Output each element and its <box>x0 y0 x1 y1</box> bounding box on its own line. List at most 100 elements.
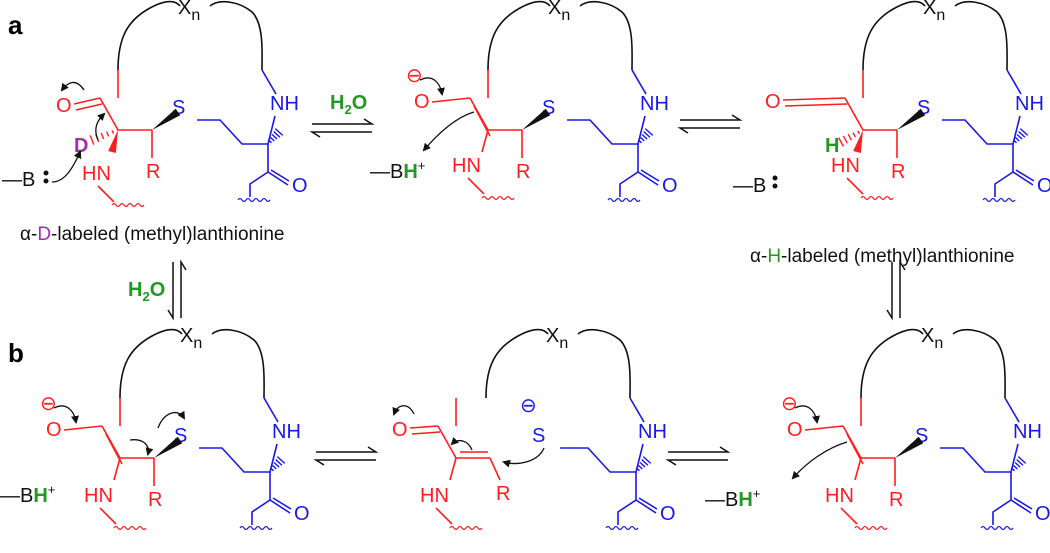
xn-label: Xn <box>546 325 568 352</box>
bond <box>431 97 471 103</box>
bond <box>263 397 279 423</box>
curved-arrow-deprotonation <box>51 150 82 183</box>
hn-label: HN <box>420 485 449 507</box>
curved-arrow-protonation <box>791 441 848 480</box>
lone-pair-dot <box>43 178 49 184</box>
macrocycle-loop-right <box>209 0 263 71</box>
bond <box>63 425 103 431</box>
bond <box>635 443 644 473</box>
hashed-bond <box>89 130 115 145</box>
curved-arrow-thiolate <box>157 410 186 429</box>
bond <box>617 499 637 525</box>
macrocycle-loop-left <box>860 328 924 399</box>
macrocycle-loop-left <box>117 0 181 71</box>
bond <box>272 497 292 510</box>
bond <box>1004 397 1020 423</box>
curved-arrow-enolate <box>419 77 445 96</box>
wavy-bond <box>860 195 894 201</box>
xn-label: Xn <box>548 0 570 24</box>
xn-label: Xn <box>180 325 202 352</box>
hashed-bond <box>1013 128 1029 144</box>
bond <box>261 69 277 95</box>
hn-label: HN <box>452 155 481 177</box>
carbonyl-o-label: O <box>56 95 72 117</box>
macrocycle-loop-left <box>862 0 926 71</box>
bond <box>994 171 1014 197</box>
bond <box>940 447 1011 473</box>
bond <box>567 119 638 145</box>
nh-label: NH <box>272 421 301 443</box>
negative-charge: ⊖ <box>781 393 798 415</box>
wavy-bond <box>237 197 271 203</box>
bond <box>97 185 115 203</box>
wavy-bond <box>239 525 273 531</box>
curved-arrow-enolate <box>794 405 820 424</box>
hashed-bond <box>270 456 286 472</box>
bond <box>267 115 276 145</box>
nh-label: NH <box>270 93 299 115</box>
panel-label-b: b <box>8 338 24 368</box>
hn-label: HN <box>825 485 854 507</box>
carbonyl-o-label: O <box>392 419 408 441</box>
panel-label-a: a <box>8 10 23 40</box>
macrocycle-loop-left <box>485 328 549 399</box>
curved-arrow-enolate <box>53 405 79 424</box>
wavy-bond <box>481 195 515 201</box>
hn-label: HN <box>84 485 113 507</box>
bond <box>1010 443 1019 473</box>
bond <box>449 457 457 481</box>
bond <box>267 171 289 186</box>
macrocycle-loop-right <box>211 328 265 399</box>
enolate-o-label: O <box>414 91 430 113</box>
nh-label: NH <box>1013 421 1042 443</box>
equilibrium-arrow-b2 <box>665 446 731 466</box>
wedge-bond <box>152 108 181 130</box>
wedge-bond <box>853 130 863 154</box>
bond <box>489 457 501 481</box>
equilibrium-arrow-b1 <box>313 446 379 466</box>
water-label-left: H2O <box>128 279 165 304</box>
enolate-o-label: O <box>787 419 803 441</box>
r-group-label: R <box>891 161 905 183</box>
curved-arrow-carbonyl <box>392 405 415 416</box>
hydrogen-label: H <box>825 135 839 157</box>
curved-arrow-protonation <box>422 111 475 152</box>
thiolate-s-label: S <box>532 425 545 447</box>
wavy-bond <box>605 525 639 531</box>
bond <box>854 457 862 481</box>
bond <box>1012 115 1021 145</box>
caption-d-labeled: α-D-labeled (methyl)lanthionine <box>20 224 284 245</box>
curved-arrow-cbond <box>95 112 106 141</box>
nh-label: NH <box>638 421 667 443</box>
protonated-base-label: —BH+ <box>0 482 55 507</box>
wavy-bond <box>607 197 641 203</box>
bond <box>631 69 647 95</box>
carbonyl-o-label: O <box>292 175 308 197</box>
wavy-bond <box>449 525 483 531</box>
bond <box>269 499 291 514</box>
bond <box>804 425 844 431</box>
bond <box>75 103 103 111</box>
bond <box>637 115 646 145</box>
bond <box>270 169 290 182</box>
wedge-bond <box>108 130 118 154</box>
bond <box>1006 69 1022 95</box>
hashed-bond <box>638 128 654 144</box>
bond <box>992 499 1012 525</box>
bond <box>635 499 657 514</box>
carbonyl-o-label: O <box>1037 175 1050 197</box>
equilibrium-arrow-a2 <box>677 114 743 134</box>
bond <box>840 507 858 525</box>
deuterium-label: D <box>74 135 88 157</box>
carbonyl-o-label: O <box>1035 503 1050 525</box>
wedge-bond <box>154 436 183 458</box>
bond <box>409 425 439 429</box>
base-label: —B <box>733 175 766 197</box>
wedge-bond <box>897 108 926 130</box>
